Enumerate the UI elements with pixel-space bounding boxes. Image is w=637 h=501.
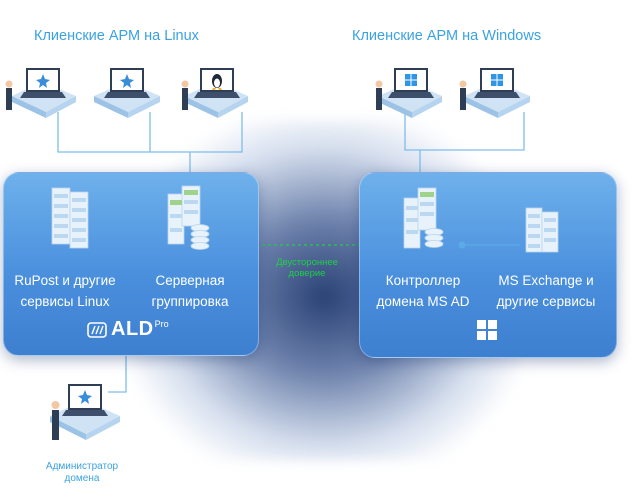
rupost-label-line2: сервисы Linux [20, 294, 110, 309]
linux-domain-panel [3, 172, 259, 356]
admin-label-line2: домена [64, 473, 100, 484]
ald-mark-icon [87, 322, 107, 338]
server-group-label-line1: Серверная [155, 273, 225, 288]
windows-icon [405, 74, 417, 86]
ad-exchange-link [458, 241, 520, 249]
exchange-label-line1: MS Exchange и [498, 273, 594, 288]
ad-controller-label-line2: домена MS AD [376, 294, 470, 309]
ald-pro-logo: ALD Pro [87, 318, 169, 341]
windows-logo-icon [477, 320, 497, 340]
trust-label-line2: доверие [288, 268, 326, 279]
exchange-server-icon [525, 207, 559, 253]
rupost-label-line1: RuPost и другие [14, 273, 116, 288]
exchange-label: MS Exchange и другие сервисы [497, 270, 596, 312]
trust-label: Двустороннее доверие [276, 257, 338, 279]
admin-workstation [50, 384, 120, 440]
ald-logo-sup: Pro [154, 319, 169, 329]
astra-star-icon [120, 74, 134, 88]
server-group-label: Серверная группировка [151, 270, 228, 312]
admin-label-line1: Администратор [45, 461, 119, 472]
server-cluster-icon [167, 185, 210, 250]
astra-star-icon [78, 390, 92, 404]
linux-workstation-2 [94, 68, 160, 118]
linux-workstation-3 [181, 68, 248, 118]
ad-controller-label-line1: Контроллер [385, 273, 461, 288]
ad-controller-label: Контроллер домена MS AD [377, 270, 470, 312]
ad-controller-server-icon [403, 187, 444, 249]
windows-clients-title: Клиенские АРМ на Windows [352, 28, 542, 44]
windows-icon [491, 74, 503, 86]
admin-label: Администратор домена [46, 461, 118, 485]
astra-star-icon [36, 74, 50, 88]
exchange-label-line2: другие сервисы [496, 294, 596, 309]
server-group-label-line2: группировка [151, 294, 229, 309]
rupost-label: RuPost и другие сервисы Linux [14, 270, 115, 312]
linux-clients-title: Клиенские АРМ на Linux [34, 28, 199, 44]
windows-workstation-2 [459, 68, 530, 118]
windows-workstation-1 [375, 68, 442, 118]
trust-label-line1: Двустороннее [276, 257, 338, 268]
linux-workstation-1 [5, 68, 76, 118]
tux-penguin-icon [212, 74, 222, 90]
rupost-server-icon [51, 187, 89, 249]
ald-logo-word: ALD [111, 318, 154, 340]
